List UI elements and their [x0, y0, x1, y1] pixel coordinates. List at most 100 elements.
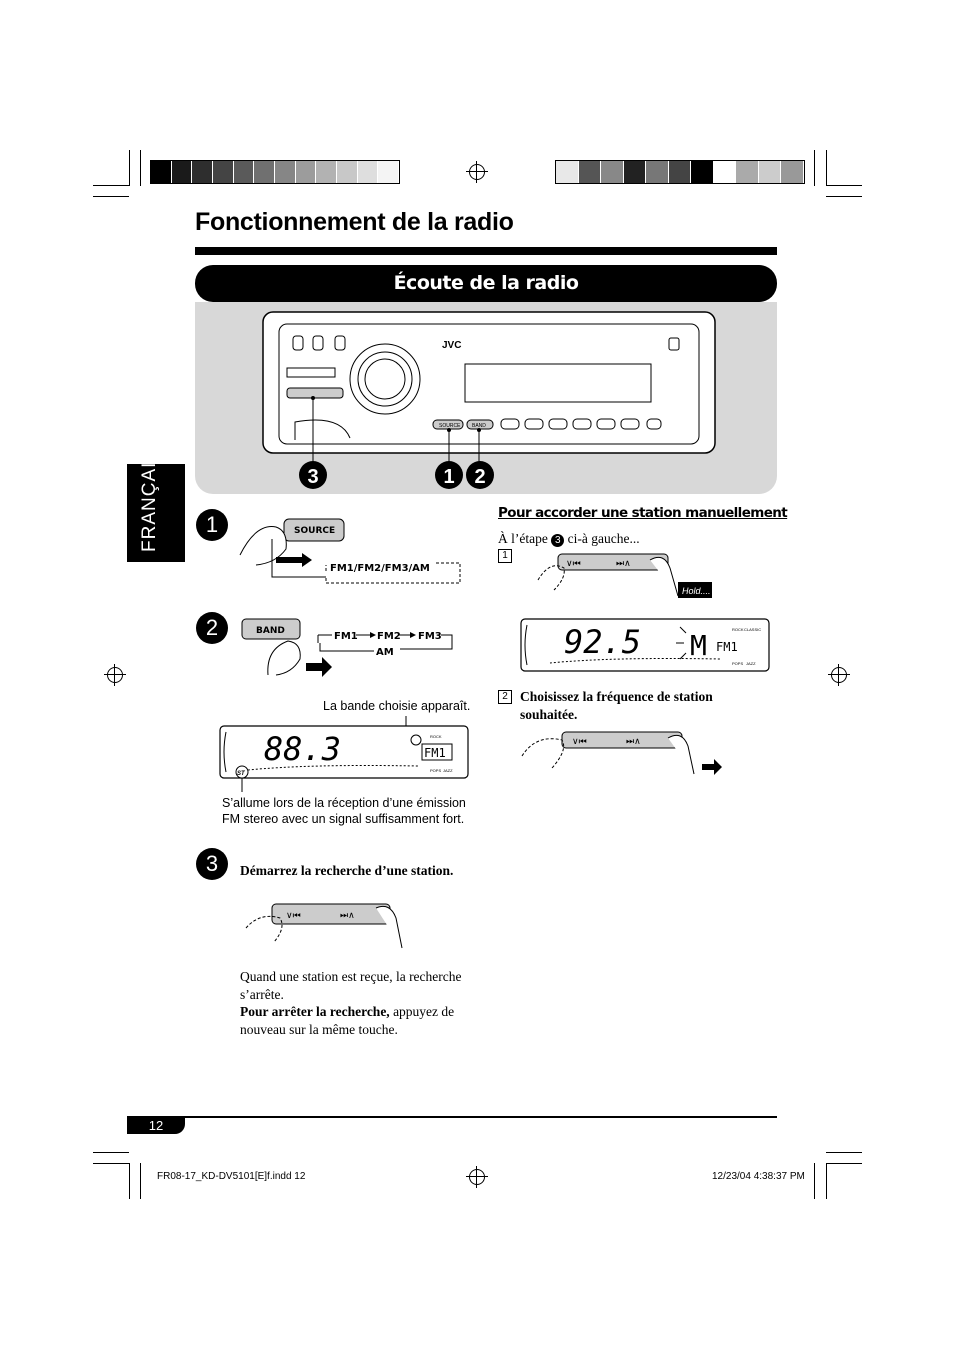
- crop-mark: [826, 1163, 827, 1199]
- step3-stop-note: Pour arrêter la recherche, appuyez de no…: [240, 1003, 480, 1039]
- color-swatch: [758, 161, 782, 183]
- seek-button[interactable]: [286, 387, 344, 399]
- color-swatch: [151, 161, 172, 183]
- band-button-label: BAND: [472, 423, 486, 429]
- crop-mark: [814, 1163, 815, 1199]
- brand-logo: JVC: [442, 340, 461, 351]
- lcd-frequency-manual: 92.5: [564, 623, 641, 661]
- color-swatch: [556, 161, 579, 183]
- color-swatch: [378, 161, 400, 183]
- color-swatch: [254, 161, 276, 183]
- seq-fm2: FM2: [377, 631, 401, 642]
- svg-text:⏭∧: ⏭∧: [616, 559, 631, 569]
- svg-text:⏭∧: ⏭∧: [340, 911, 355, 921]
- crop-mark: [826, 150, 827, 186]
- crop-mark: [814, 150, 815, 186]
- bottom-rule: [127, 1116, 777, 1118]
- color-swatch: [668, 161, 692, 183]
- footer-file: FR08-17_KD-DV5101[E]f.indd 12: [157, 1171, 306, 1182]
- color-swatch: [295, 161, 317, 183]
- step1-sequence: FM1/FM2/FM3/AM: [330, 563, 430, 574]
- substep-number: 2: [498, 690, 512, 704]
- seq-fm3: FM3: [418, 631, 442, 642]
- page-number: 12: [127, 1118, 185, 1134]
- seq-fm1: FM1: [334, 631, 358, 642]
- lcd-display-manual: 92.5 M FM1 ROCK CLASSIC POPS JAZZ: [520, 618, 770, 672]
- manual-intro: À l’étape 3 ci-à gauche...: [498, 530, 640, 548]
- registration-strip-left: [150, 160, 400, 184]
- step2-band-label: BAND: [256, 626, 285, 636]
- step3-heading: Démarrez la recherche d’une station.: [240, 863, 454, 878]
- callout-1: 1: [443, 466, 454, 488]
- svg-text:∨⏮: ∨⏮: [286, 911, 301, 921]
- svg-text:⏭∧: ⏭∧: [626, 737, 641, 747]
- crop-mark: [129, 150, 130, 186]
- callout-2: 2: [474, 466, 485, 488]
- color-swatch: [781, 161, 805, 183]
- eq-label: CLASSIC: [744, 627, 761, 632]
- registration-mark-icon: [466, 161, 488, 183]
- color-swatch: [171, 161, 193, 183]
- section-banner: Écoute de la radio: [195, 265, 777, 302]
- step2-illustration: BAND FM1 FM2 FM3 AM: [241, 618, 453, 677]
- step3-desc: Quand une station est reçue, la recherch…: [240, 969, 462, 1002]
- color-swatch: [316, 161, 338, 183]
- lcd-frequency: 88.3: [264, 730, 341, 768]
- crop-mark: [826, 185, 862, 186]
- color-swatch: [275, 161, 296, 183]
- color-swatch: [192, 161, 214, 183]
- color-swatch: [736, 161, 759, 183]
- stereo-indicator: ST: [237, 771, 246, 777]
- svg-text:∨⏮: ∨⏮: [572, 737, 587, 747]
- seek-tune-illustration: ∨⏮ ⏭∧: [521, 731, 722, 775]
- lcd-band-manual: FM1: [716, 640, 738, 654]
- crop-mark: [826, 1152, 862, 1153]
- crop-mark: [93, 1152, 129, 1153]
- color-swatch: [646, 161, 669, 183]
- step1-illustration: SOURCE FM1/FM2/FM3/AM: [239, 518, 461, 584]
- registration-strip-right: [555, 160, 805, 184]
- crop-mark: [826, 1163, 862, 1164]
- source-button-label: SOURCE: [439, 423, 461, 429]
- color-swatch: [601, 161, 624, 183]
- hold-label: Hold....: [682, 586, 711, 596]
- crop-mark: [93, 196, 129, 197]
- crop-mark: [826, 196, 862, 197]
- footer-timestamp: 12/23/04 4:38:37 PM: [712, 1171, 805, 1182]
- crop-mark: [129, 1163, 130, 1199]
- registration-mark-icon: [828, 664, 850, 686]
- title-rule: [195, 247, 777, 255]
- lcd-display: 88.3 FM1 ROCK POPS JAZZ ST: [219, 716, 469, 792]
- crop-mark: [140, 150, 141, 186]
- language-tab-label: FRANÇAIS: [139, 447, 160, 552]
- seek-hold-illustration: ∨⏮ ⏭∧ Hold....: [537, 553, 712, 598]
- language-tab: FRANÇAIS: [127, 448, 185, 562]
- step-number: 2: [196, 612, 228, 644]
- lcd-band: FM1: [424, 746, 446, 760]
- color-swatch: [357, 161, 379, 183]
- registration-mark-icon: [466, 1166, 488, 1188]
- step3-stop-bold: Pour arrêter la recherche,: [240, 1004, 390, 1019]
- color-swatch: [337, 161, 358, 183]
- crop-mark: [93, 1163, 129, 1164]
- eq-label: JAZZ: [443, 768, 453, 773]
- substep2-text: Choisissez la fréquence de station souha…: [520, 689, 713, 722]
- substep-number: 1: [498, 549, 512, 563]
- seek-button-illustration: ∨⏮ ⏭∧: [245, 903, 403, 949]
- step-number: 1: [196, 509, 228, 541]
- step1-source-label: SOURCE: [294, 526, 335, 536]
- color-swatch: [213, 161, 234, 183]
- page-title: Fonctionnement de la radio: [195, 208, 514, 236]
- callout-3: 3: [307, 466, 318, 488]
- lcd-mode: M: [690, 629, 707, 662]
- eq-label: ROCK: [732, 627, 744, 632]
- color-swatch: [233, 161, 255, 183]
- color-swatch: [691, 161, 714, 183]
- car-stereo-illustration: JVC SOURCE BAND 3 1 2: [262, 311, 716, 489]
- eq-label: POPS: [732, 661, 743, 666]
- stereo-note: S’allume lors de la réception d’une émis…: [222, 796, 466, 826]
- color-swatch: [623, 161, 647, 183]
- manual-heading: Pour accorder une station manuellement: [498, 505, 788, 521]
- crop-mark: [140, 1163, 141, 1199]
- crop-mark: [93, 185, 129, 186]
